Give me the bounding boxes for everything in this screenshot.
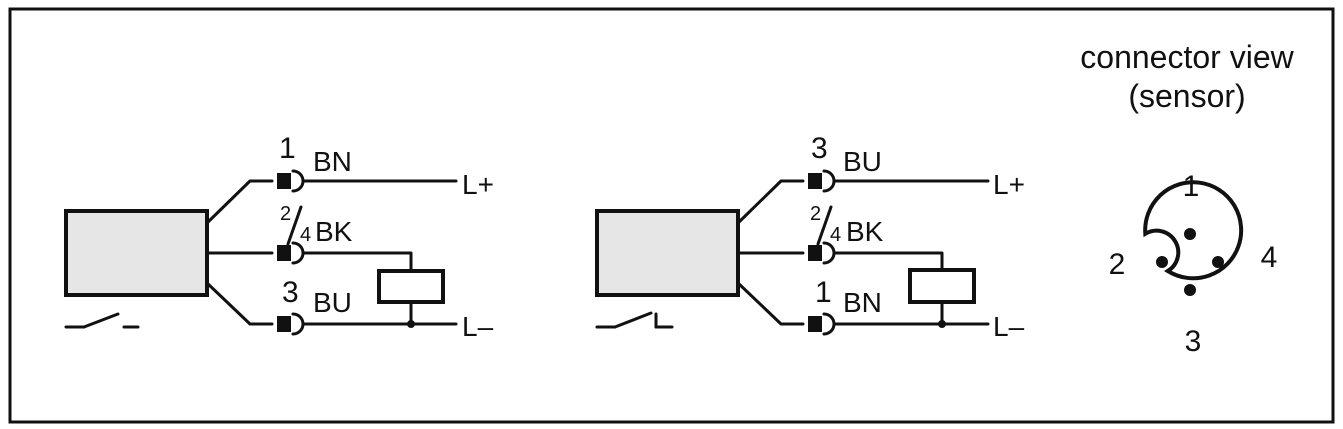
right-wire-top-fan xyxy=(736,179,805,225)
connector-pin-dot-3 xyxy=(1184,284,1196,296)
left-connector-pin-top xyxy=(277,169,305,193)
right-connector-pin-mid xyxy=(808,241,836,265)
right-wire-bottom-fan xyxy=(736,281,805,326)
connector-view: connector view (sensor) 1 2 4 3 xyxy=(1080,39,1294,358)
right-mid-pin-number-a: 2 xyxy=(810,203,821,225)
left-wire-top-fan xyxy=(205,179,274,225)
right-junction-dot xyxy=(938,320,946,328)
left-load xyxy=(377,269,445,304)
right-switch-nc-symbol xyxy=(595,311,674,329)
left-bottom-pin-number: 3 xyxy=(282,276,299,309)
connector-view-title: connector view xyxy=(1080,39,1294,75)
left-switch-no-symbol xyxy=(64,312,140,329)
left-top-wire-color: BN xyxy=(313,146,352,177)
right-mid-wire-color: BK xyxy=(846,216,884,247)
left-top-terminal: L+ xyxy=(462,169,494,200)
left-top-pin-number: 1 xyxy=(279,132,296,165)
connector-pin-dot-2 xyxy=(1156,256,1168,268)
right-circuit: 3 BU L+ 2 4 BK 1 BN L– xyxy=(595,132,1025,342)
right-bottom-wire-color: BN xyxy=(843,287,882,318)
left-mid-wire-color: BK xyxy=(315,216,353,247)
left-bottom-terminal: L– xyxy=(462,311,494,342)
connector-pin-label-3: 3 xyxy=(1185,325,1202,358)
right-top-terminal: L+ xyxy=(993,169,1025,200)
left-bottom-wire-color: BU xyxy=(313,287,352,318)
connector-pin-label-4: 4 xyxy=(1261,241,1278,274)
left-connector-pin-bottom xyxy=(277,312,305,336)
left-mid-pin-slash xyxy=(286,205,303,246)
right-mid-pin-slash xyxy=(816,205,833,246)
left-connector-pin-mid xyxy=(277,241,305,265)
left-circuit: 1 BN L+ 2 4 BK 3 BU L– xyxy=(64,132,494,342)
connector-pin-label-1: 1 xyxy=(1183,170,1200,203)
left-wire-bk-to-load xyxy=(301,251,413,273)
right-top-wire-color: BU xyxy=(843,146,882,177)
right-connector-pin-bottom xyxy=(808,312,836,336)
right-top-pin-number: 3 xyxy=(811,132,828,165)
right-connector-pin-top xyxy=(808,169,836,193)
right-bottom-pin-number: 1 xyxy=(815,276,832,309)
connector-pin-dot-4 xyxy=(1212,256,1224,268)
left-wire-bottom-fan xyxy=(205,281,274,326)
connector-pin-label-2: 2 xyxy=(1109,248,1126,281)
left-mid-pin-number-a: 2 xyxy=(280,203,291,225)
connector-view-subtitle: (sensor) xyxy=(1128,78,1245,114)
right-load xyxy=(908,268,976,304)
left-mid-pin-number-b: 4 xyxy=(300,224,311,246)
connector-pin-dot-1 xyxy=(1184,228,1196,240)
right-wire-bk-to-load xyxy=(832,251,944,272)
left-junction-dot xyxy=(407,320,415,328)
right-bottom-terminal: L– xyxy=(993,311,1025,342)
right-sensor-body xyxy=(595,209,740,297)
left-sensor-body xyxy=(64,209,209,297)
right-mid-pin-number-b: 4 xyxy=(830,224,841,246)
diagram-frame xyxy=(8,7,1335,424)
